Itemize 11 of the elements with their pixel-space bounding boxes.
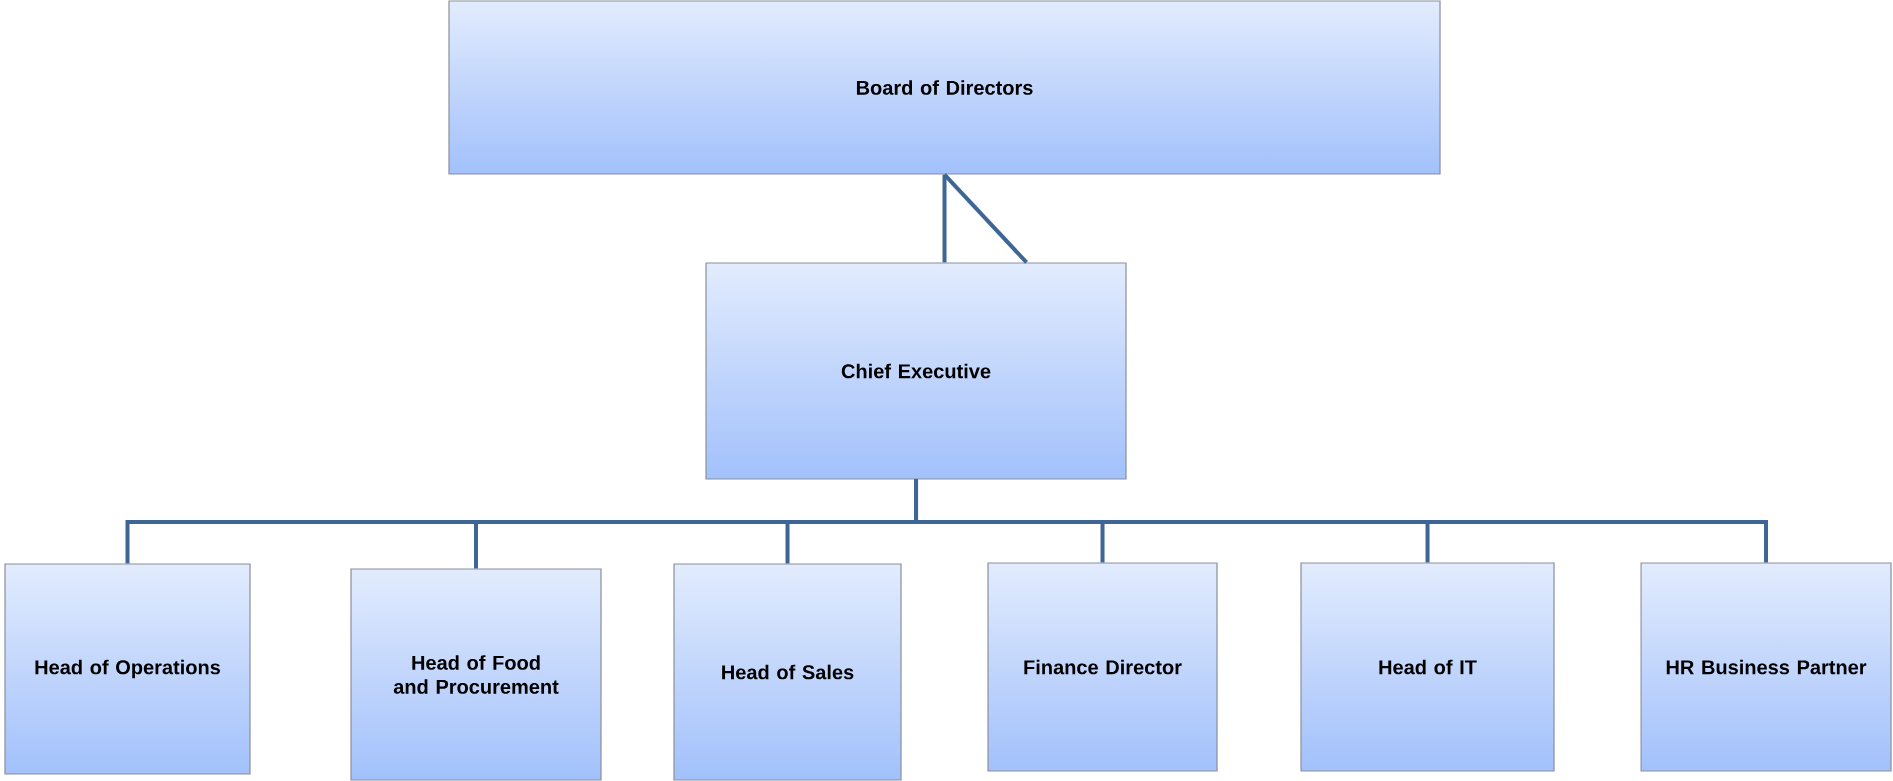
connector-line xyxy=(942,174,947,263)
org-box: Head of Operations xyxy=(4,563,251,775)
connector-line xyxy=(943,173,1028,264)
org-box: Head of Food and Procurement xyxy=(350,568,602,781)
org-box: Finance Director xyxy=(987,562,1218,772)
org-box: Head of IT xyxy=(1300,562,1555,772)
org-box: Board of Directors xyxy=(448,0,1441,175)
org-box: Head of Sales xyxy=(673,563,902,781)
org-box: Chief Executive xyxy=(705,262,1127,480)
connector-line xyxy=(914,479,1769,563)
org-box: HR Business Partner xyxy=(1640,562,1892,772)
